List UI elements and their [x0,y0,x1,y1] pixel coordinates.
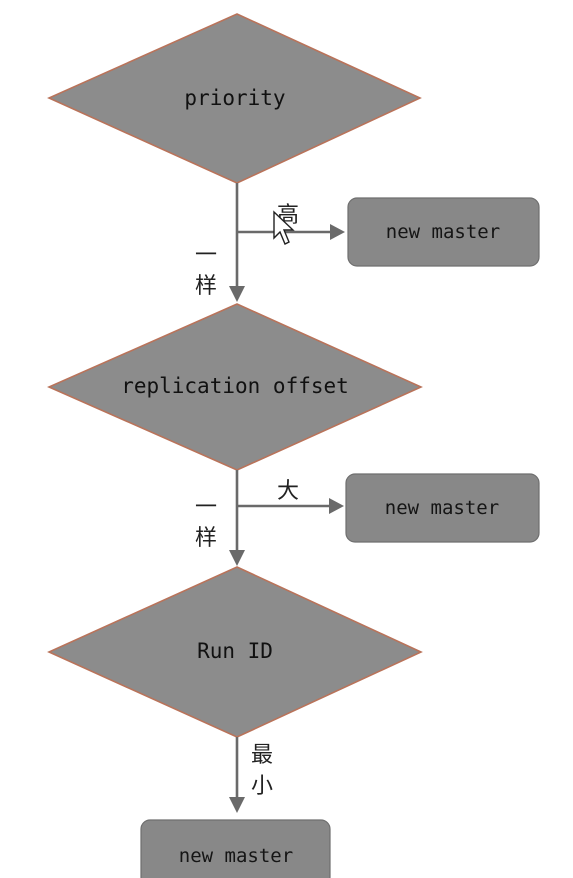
result-new-master-priority-box [347,197,540,267]
edge-priority-same-label-2: 样 [195,274,217,299]
result-new-master-runid: new master [140,819,331,878]
edge-offset-large: 大 [237,479,344,514]
result-new-master-priority: new master [347,197,540,267]
edge-runid-min-label-2: 小 [251,774,273,799]
edge-offset-same-arrowhead [229,550,245,566]
decision-replication-offset: replication offset [47,303,423,471]
edge-runid-min-arrowhead [229,797,245,813]
edge-offset-same: 一 样 [195,470,245,566]
result-new-master-priority-label: new master [386,221,500,243]
result-new-master-runid-box [140,819,331,878]
decision-run-id: Run ID [47,566,423,738]
result-new-master-offset-label: new master [385,497,499,519]
edge-priority-high: 高 [237,203,345,240]
decision-priority: priority [47,13,422,184]
edge-runid-min-label-1: 最 [251,743,273,768]
edge-priority-same: 一 样 [195,183,245,302]
decision-replication-offset-label: replication offset [121,374,349,398]
result-new-master-offset: new master [345,473,540,543]
edge-priority-high-arrowhead [330,224,345,240]
mouse-cursor-icon [273,210,295,245]
edge-offset-same-label-2: 样 [195,526,217,551]
decision-priority-label: priority [184,86,285,110]
edge-priority-same-label-1: 一 [195,243,217,268]
edge-priority-same-arrowhead [229,286,245,302]
edge-offset-large-label: 大 [277,479,299,504]
decision-run-id-label: Run ID [197,639,273,663]
result-new-master-runid-label: new master [179,845,293,867]
result-new-master-offset-box [345,473,540,543]
edge-runid-min: 最 小 [229,737,273,813]
edge-offset-large-arrowhead [329,498,344,514]
edge-offset-same-label-1: 一 [195,495,217,520]
